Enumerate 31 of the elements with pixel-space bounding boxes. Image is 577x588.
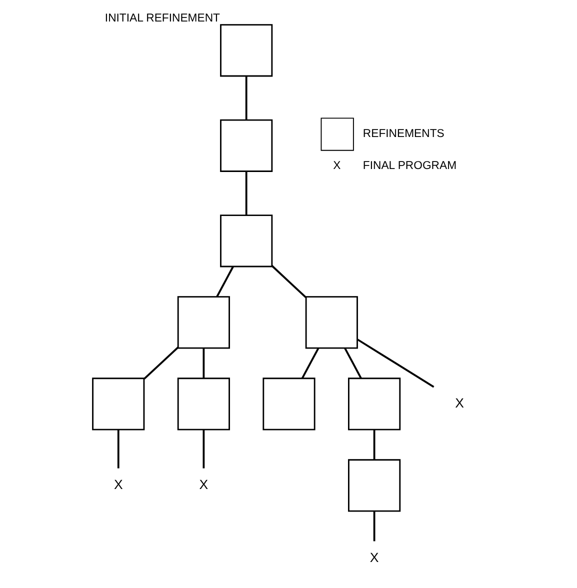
- connector: [356, 338, 434, 388]
- connector: [202, 348, 204, 378]
- node-text: X: [198, 476, 208, 492]
- connector: [372, 511, 375, 542]
- label: X: [332, 160, 340, 172]
- node-box: [262, 378, 315, 430]
- node-box: [348, 459, 400, 512]
- connector: [116, 430, 119, 468]
- node-box: [220, 24, 272, 77]
- connector: [202, 430, 204, 468]
- connector: [300, 348, 319, 379]
- node-box: [304, 296, 358, 349]
- connector: [143, 346, 178, 380]
- connector: [216, 266, 234, 298]
- node-label: INITIAL REFINEMENT: [104, 12, 220, 25]
- connector: [270, 265, 306, 298]
- node-box: [220, 214, 272, 268]
- legend-label: REFINEMENTS: [362, 128, 444, 140]
- connector: [344, 348, 362, 379]
- connector: [244, 76, 247, 120]
- node-box: [176, 378, 230, 430]
- node-box: [220, 119, 272, 172]
- node-box: [348, 378, 400, 430]
- connector: [244, 171, 247, 216]
- legend-label: FINAL PROGRAM: [362, 160, 456, 172]
- node-box: [176, 296, 230, 349]
- node-text: X: [113, 476, 122, 492]
- node-box: [92, 378, 144, 430]
- node-text: X: [454, 395, 464, 410]
- node-text: X: [369, 550, 378, 565]
- connector: [372, 430, 375, 460]
